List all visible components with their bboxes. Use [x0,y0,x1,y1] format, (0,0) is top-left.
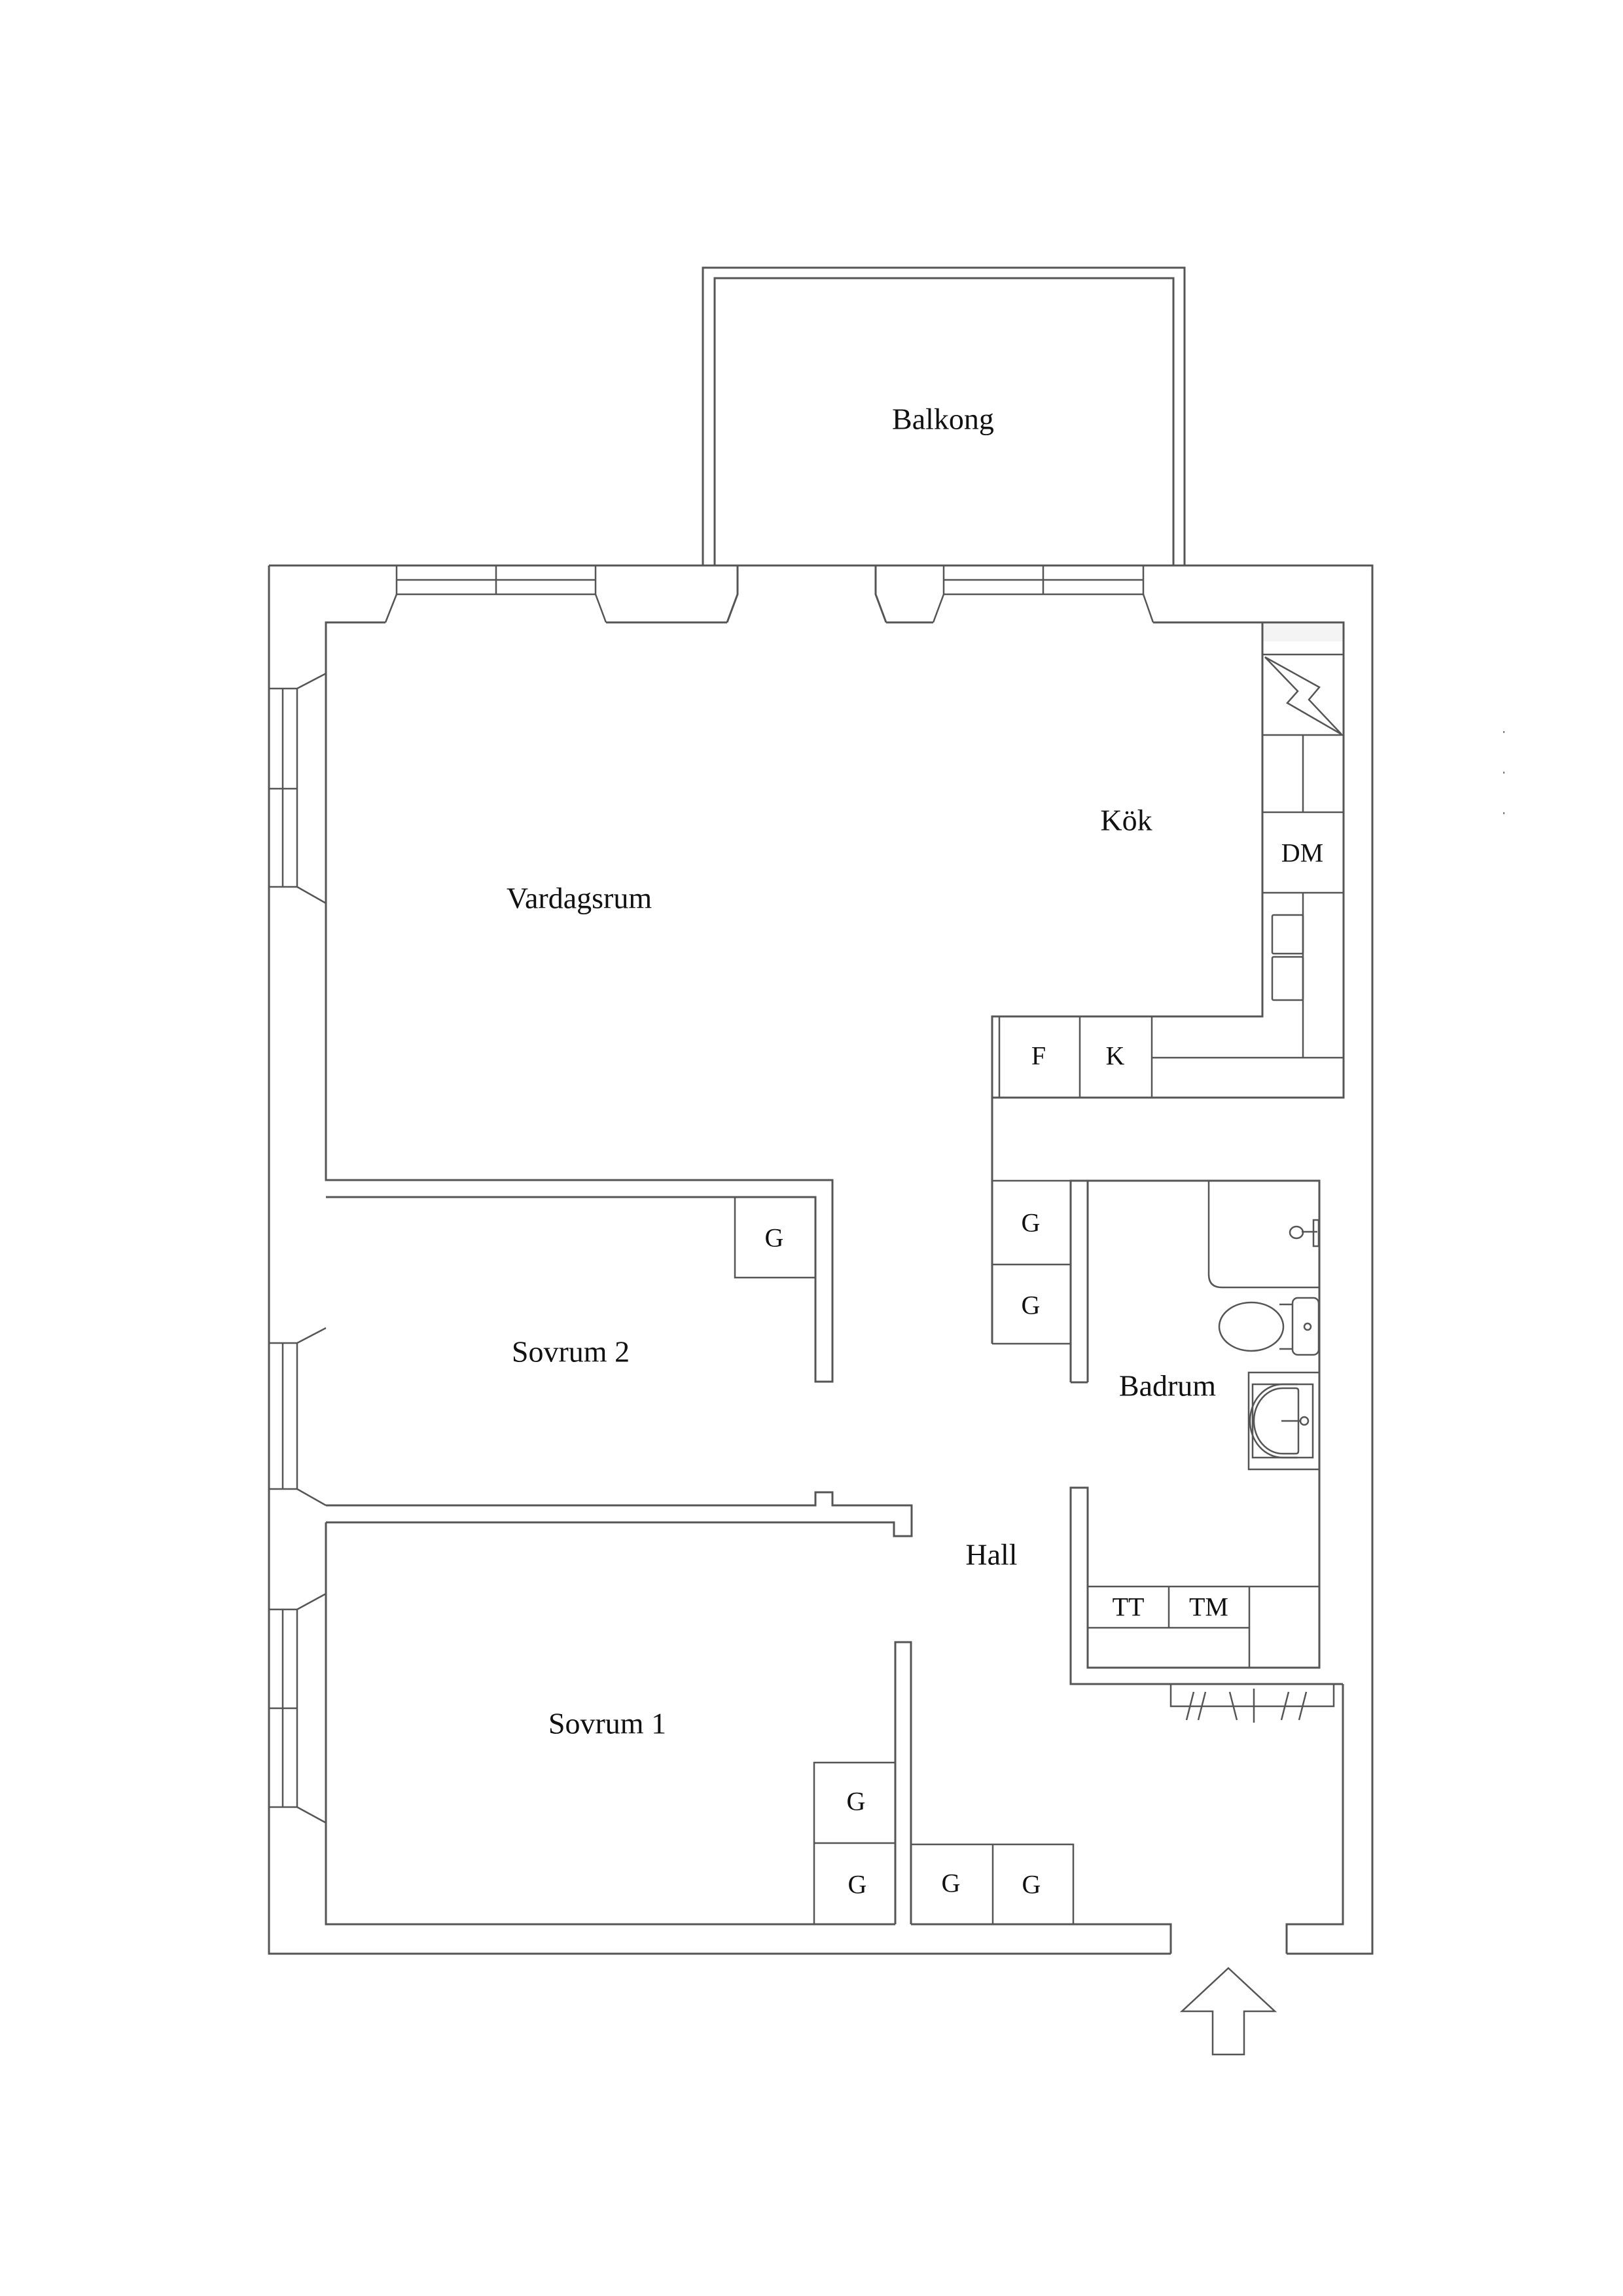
lightning-icon [1264,656,1342,736]
left-window-bedroom-1 [268,1592,327,1824]
fixture-label-tumble-dryer: TT [1113,1592,1145,1622]
room-label-bedroom-2: Sovrum 2 [512,1335,630,1369]
margin-dots [1503,731,1505,814]
arrow-up-icon [1179,1967,1277,2056]
kitchen-counter [991,621,1345,1099]
room-label-bathroom: Badrum [1119,1369,1216,1403]
fixture-label-dishwasher: DM [1281,838,1323,868]
bathroom-walls [1069,1179,1343,1685]
outer-walls [268,564,1374,1955]
stove [1264,656,1342,736]
laundry-area [1088,1585,1319,1668]
living-kitchen-walls [325,621,1262,1383]
wardrobe-label: G [1022,1870,1041,1899]
coat-rail [1169,1684,1335,1723]
wardrobe-label: G [942,1869,961,1898]
room-label-living-room: Vardagsrum [507,882,652,915]
fixture-label-washing-machine: TM [1189,1592,1228,1622]
fixture-label-fridge: K [1106,1041,1125,1071]
room-label-hall: Hall [965,1538,1017,1571]
bathroom-sink [1247,1371,1321,1471]
balcony [702,266,1186,565]
fixture-label-freezer: F [1031,1041,1046,1071]
toilet [1218,1297,1320,1356]
balcony-door-opening [726,565,887,623]
left-window-living [268,672,327,905]
wardrobe-label: G [1022,1208,1041,1238]
wardrobe-label: G [848,1870,867,1899]
wardrobe-label: G [765,1223,784,1253]
top-window-right [932,564,1154,623]
shower-head-icon [1289,1219,1320,1247]
top-window-left [384,564,607,623]
left-window-bedroom-2 [268,1327,327,1507]
hall-walls [325,1098,1344,1954]
room-label-kitchen: Kök [1100,804,1152,837]
wardrobe-label: G [847,1787,866,1816]
room-label-balcony: Balkong [892,403,994,436]
room-label-bedroom-1: Sovrum 1 [548,1707,666,1740]
kitchen-sink [1271,914,1304,1001]
shower [1207,1181,1320,1289]
wardrobe-label: G [1022,1291,1041,1320]
wardrobes [734,1179,1075,1924]
